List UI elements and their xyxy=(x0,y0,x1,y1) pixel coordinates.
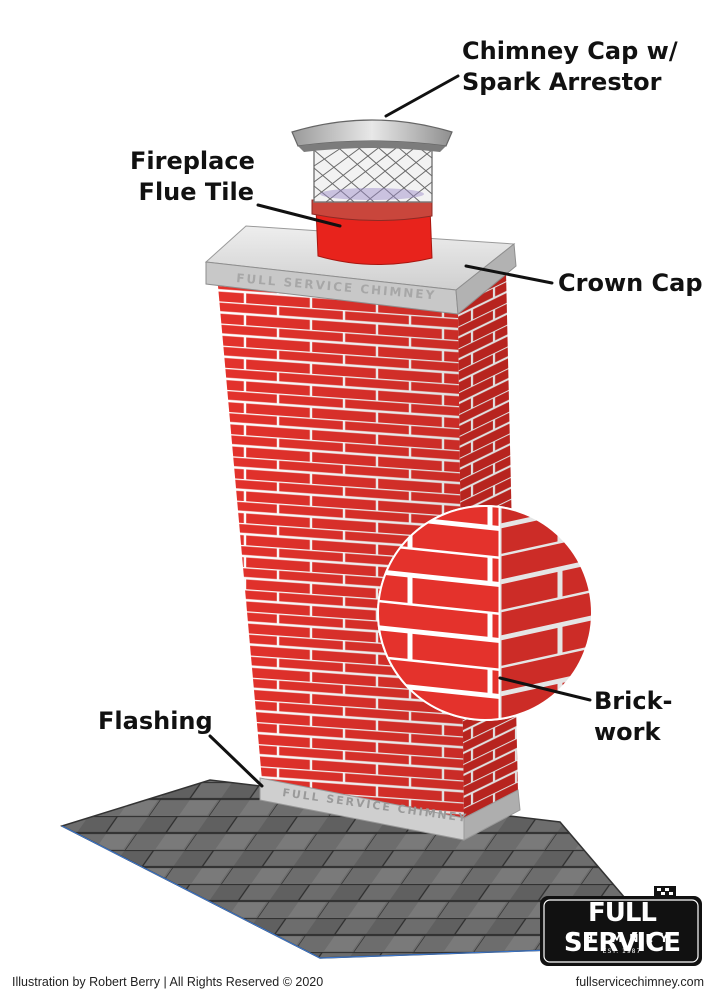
leader-line-flue xyxy=(256,203,342,228)
leader-line-crown xyxy=(464,264,554,285)
flashing-label: Flashing xyxy=(98,707,213,735)
chimney-cap-label-line1: Chimney Cap w/ xyxy=(462,37,678,65)
full-service-chimney-logo: FULL SERVICE CHIMNEY EST. 1987 xyxy=(540,886,702,968)
logo-line2: CHIMNEY xyxy=(568,932,675,945)
leader-line-brick xyxy=(498,676,592,702)
logo-est: EST. 1987 xyxy=(602,948,642,955)
chimney-cap-label-line2: Spark Arrestor xyxy=(462,68,662,96)
crown-cap-label: Crown Cap xyxy=(558,269,703,297)
brickwork-label-line1: Brick- xyxy=(594,687,673,715)
flue-tile-label-line2: Flue Tile xyxy=(138,178,254,206)
chimney-cap xyxy=(291,119,453,203)
flue-tile-label: Fireplace Flue Tile xyxy=(130,146,255,208)
flue-tile xyxy=(315,207,433,266)
flue-tile-label-line1: Fireplace xyxy=(130,147,255,175)
logo-badge-shape xyxy=(540,886,702,966)
logo-line1: FULL SERVICE xyxy=(563,898,681,958)
website-url: fullservicechimney.com xyxy=(575,975,704,989)
leader-line-cap xyxy=(384,74,460,118)
brickwork-label: Brick- work xyxy=(594,686,673,748)
illustration-credit: Illustration by Robert Berry | All Right… xyxy=(12,975,324,989)
brickwork-label-line2: work xyxy=(594,718,661,746)
chimney-cap-label: Chimney Cap w/ Spark Arrestor xyxy=(462,36,678,98)
leader-line-flashing xyxy=(208,734,264,788)
